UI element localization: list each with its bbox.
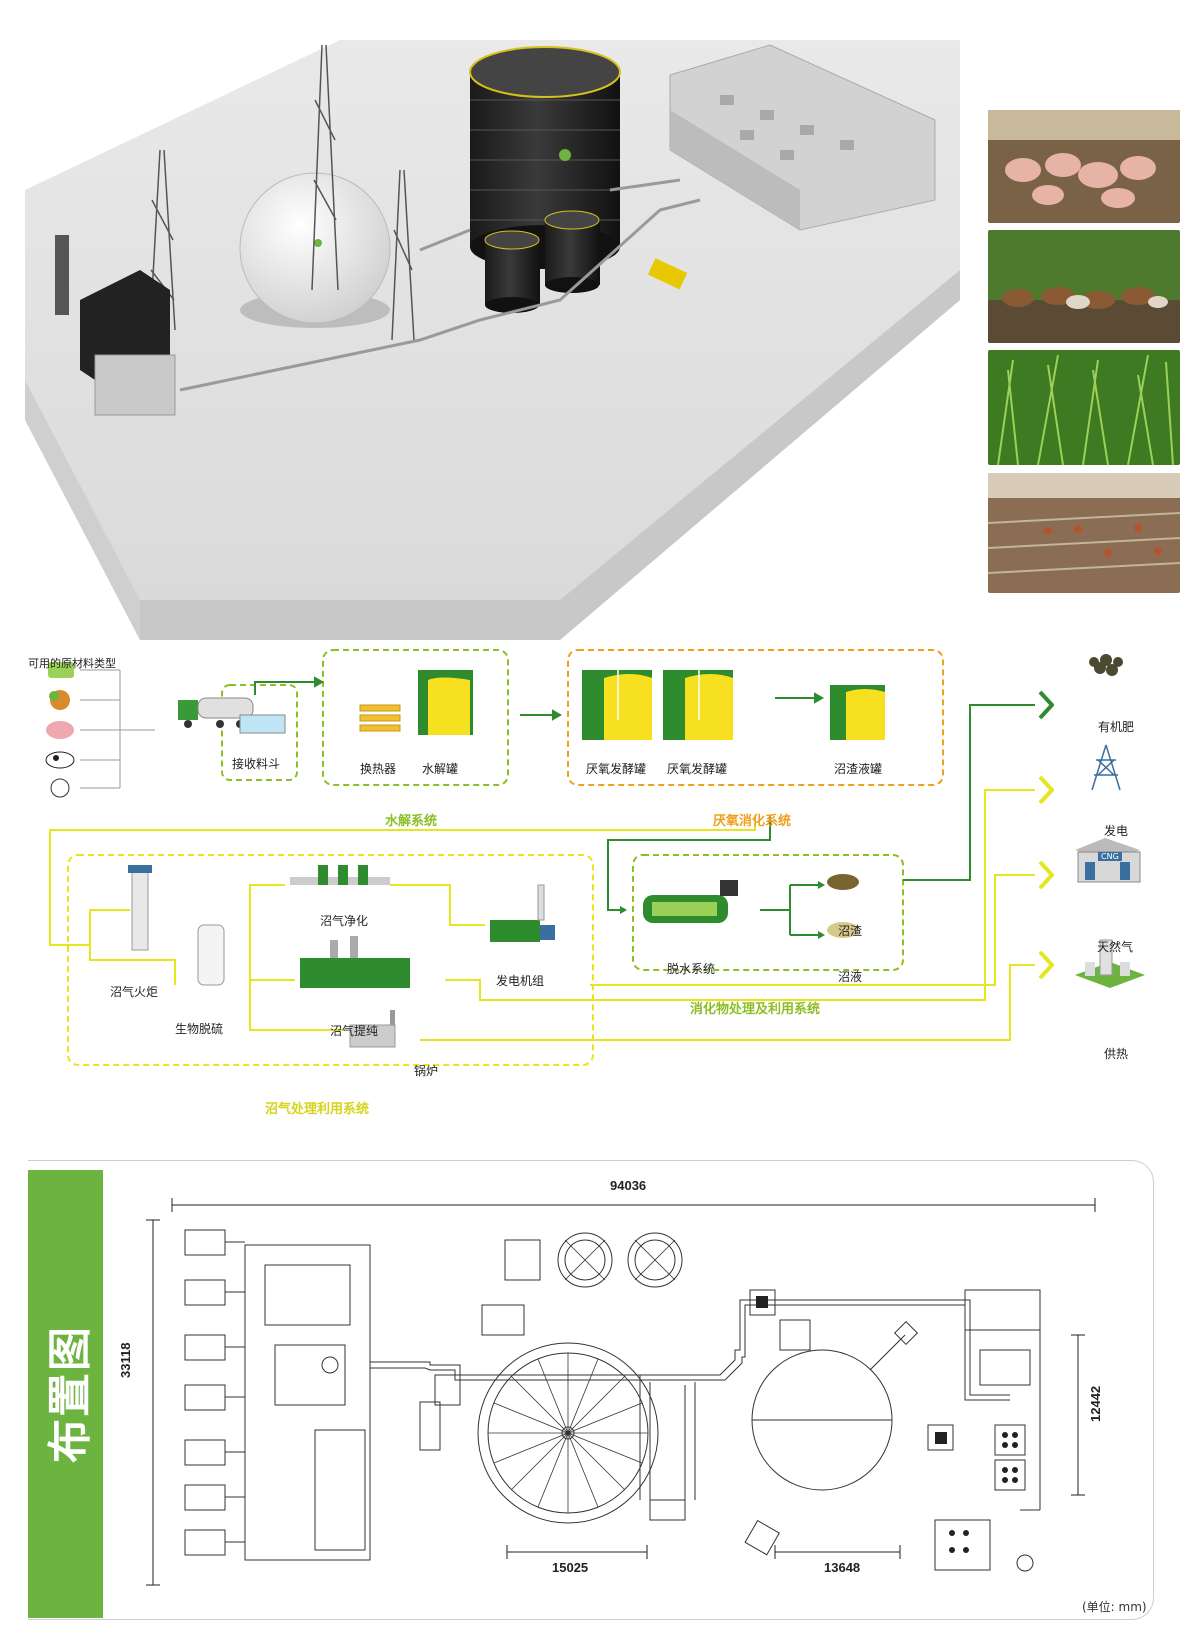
dimension-right-height: 12442 <box>1088 1385 1103 1422</box>
pigs-photo <box>988 110 1180 223</box>
generator-set-icon <box>490 884 555 942</box>
biogas-system-box <box>67 854 594 1066</box>
digestate-tank-label: 沼渣液罐 <box>834 762 883 776</box>
generator-building <box>55 235 176 416</box>
hydrolysis-system-label: 水解系统 <box>385 814 438 829</box>
chevron-fertilizer-icon <box>1038 690 1054 720</box>
raw-material-title: 可用的原材料类型 <box>28 657 116 670</box>
plant-rendering <box>25 40 960 640</box>
layout-title: 布置图 <box>44 1325 96 1463</box>
digestate-system-label: 消化物处理及利用系统 <box>690 1002 821 1017</box>
chevron-gas-icon <box>1038 860 1054 890</box>
anaerobic-system-label: 厌氧消化系统 <box>713 814 792 829</box>
cng-sign: CNG <box>1098 852 1122 861</box>
boiler-label: 锅炉 <box>414 1064 439 1078</box>
anaerobic-tank-label-1: 厌氧发酵罐 <box>586 762 647 776</box>
hopper-box <box>221 684 298 781</box>
anaerobic-tank-icon-1 <box>582 668 652 740</box>
grass-photo <box>988 350 1180 465</box>
hydrolysis-tank-icon <box>418 670 473 735</box>
layout-title-tab <box>28 1170 103 1618</box>
truck <box>647 258 688 290</box>
natural-gas-label: 天然气 <box>1097 940 1134 954</box>
chicken-farm-photo <box>988 473 1180 593</box>
lightning-towers <box>149 44 415 341</box>
raw-material-icons <box>45 662 75 798</box>
bio-desulfurization-label: 生物脱硫 <box>175 1022 224 1036</box>
biogas-slurry-label: 沼液 <box>838 970 863 984</box>
chevron-heat-icon <box>1038 950 1054 980</box>
anaerobic-tank-icon-2 <box>663 668 733 740</box>
dewatering-icon <box>643 880 738 923</box>
heating-label: 供热 <box>1104 1047 1129 1061</box>
anaerobic-tank-label-2: 厌氧发酵罐 <box>667 762 728 776</box>
heat-exchanger-label: 换热器 <box>360 762 397 776</box>
biogas-purification-label: 沼气净化 <box>320 914 369 928</box>
heating-plant-icon <box>1075 939 1145 988</box>
dewatering-label: 脱水系统 <box>667 962 716 976</box>
hydrolysis-system-box <box>322 649 509 786</box>
dimension-tank-1: 15025 <box>552 1560 589 1575</box>
fertilizer-icon <box>1089 654 1123 676</box>
chevron-power-icon <box>1038 775 1054 805</box>
hydrolysis-tanks <box>484 210 600 313</box>
biogas-torch-label: 沼气火炬 <box>110 985 159 999</box>
feed-truck-icon <box>178 697 254 728</box>
layout-panel <box>28 1160 1154 1620</box>
dimension-total-width: 94036 <box>610 1178 647 1193</box>
fertilizer-label: 有机肥 <box>1098 720 1135 734</box>
hydrolysis-tank-label: 水解罐 <box>422 762 459 776</box>
power-tower-icon <box>1091 744 1121 791</box>
dimension-total-height: 33118 <box>118 1342 133 1378</box>
layout-plan-drawing <box>146 1198 1096 1586</box>
dimension-tank-2: 13648 <box>824 1560 861 1575</box>
receiving-hopper-label: 接收料斗 <box>232 757 281 771</box>
residue-icon <box>827 874 859 890</box>
generator-set-label: 发电机组 <box>496 974 545 988</box>
cattle-photo <box>988 230 1180 343</box>
unit-label: (单位: mm) <box>1082 1600 1147 1614</box>
slurry-icon <box>827 922 859 938</box>
digestate-tank-icon <box>830 685 885 740</box>
bio-desulfurization-icon <box>197 924 225 986</box>
biogas-system-label: 沼气处理利用系统 <box>265 1102 370 1117</box>
heat-exchanger-icon <box>359 704 401 732</box>
gas-holder-dome <box>239 172 391 328</box>
biogas-torch-icon <box>128 865 152 951</box>
biogas-purification-icon <box>290 865 390 885</box>
biogas-upgrading-icon <box>300 936 410 988</box>
biogas-residue-label: 沼渣 <box>838 924 863 938</box>
boiler-icon <box>349 1010 396 1048</box>
process-flow-diagram <box>45 649 1145 1066</box>
digestate-system-box <box>632 854 904 971</box>
biogas-upgrading-label: 沼气提纯 <box>330 1024 379 1038</box>
receiving-hopper-icon <box>239 714 286 734</box>
power-label: 发电 <box>1104 824 1129 838</box>
